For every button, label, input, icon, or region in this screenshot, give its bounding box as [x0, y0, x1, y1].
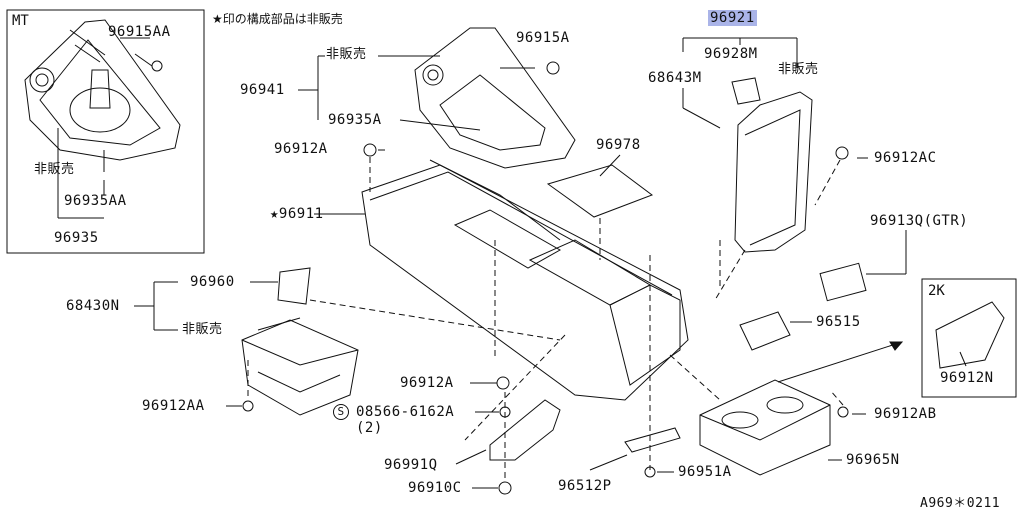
switch-96515-drawing: [739, 311, 791, 351]
screw-symbol: S: [333, 404, 349, 420]
label-96910C[interactable]: 96910C: [408, 480, 462, 496]
bracket-96991q-drawing: [489, 399, 561, 461]
2k-inset-frame: [921, 278, 1017, 398]
label-96935[interactable]: 96935: [54, 230, 99, 246]
label-96912A-top[interactable]: 96912A: [274, 141, 328, 157]
main-console-drawing: [361, 159, 689, 401]
label-96515[interactable]: 96515: [816, 314, 861, 330]
cover-96512p-drawing: [624, 427, 681, 453]
label-96935A[interactable]: 96935A: [328, 112, 382, 128]
mt-shift-console-drawing: [24, 19, 181, 161]
fasteners: [151, 60, 849, 495]
label-96965N[interactable]: 96965N: [846, 452, 900, 468]
armrest-drawing: [731, 77, 813, 253]
label-96960[interactable]: 96960: [190, 274, 235, 290]
label-armrest-not-sold: 非販売: [778, 62, 819, 77]
mt-inset-frame: [6, 9, 205, 254]
label-68430N[interactable]: 68430N: [66, 298, 120, 314]
label-mt-not-sold: 非販売: [34, 162, 75, 177]
label-96935AA[interactable]: 96935AA: [64, 193, 127, 209]
label-96912N[interactable]: 96912N: [940, 370, 994, 386]
part-96912n-drawing: [935, 301, 1005, 369]
top-tray-drawing: [414, 27, 576, 169]
arrow-to-2k: [777, 341, 903, 383]
label-96912AC[interactable]: 96912AC: [874, 150, 937, 166]
label-96928M[interactable]: 96928M: [704, 46, 758, 62]
label-08566-6162A[interactable]: 08566-6162A: [356, 404, 455, 420]
header-note: ★印の構成部品は非販売: [212, 12, 343, 26]
label-96941[interactable]: 96941: [240, 82, 285, 98]
label-96912AB[interactable]: 96912AB: [874, 406, 937, 422]
label-96915A[interactable]: 96915A: [516, 30, 570, 46]
switch-96913q-drawing: [819, 262, 867, 302]
storage-box-drawing: [241, 319, 359, 416]
label-96915AA[interactable]: 96915AA: [108, 24, 171, 40]
label-96913Q[interactable]: 96913Q(GTR): [870, 213, 969, 229]
label-96512P[interactable]: 96512P: [558, 478, 612, 494]
mt-inset-title: MT: [12, 13, 29, 29]
label-top-not-sold: 非販売: [326, 47, 367, 62]
label-96921[interactable]: 96921: [708, 10, 757, 26]
label-08566-qty: (2): [356, 420, 383, 436]
footer-code: A969＊0211: [920, 496, 1001, 510]
label-box-not-sold: 非販売: [182, 322, 223, 337]
label-96951A[interactable]: 96951A: [678, 464, 732, 480]
lid-96960-drawing: [277, 267, 311, 305]
cupholder-drawing: [699, 379, 831, 476]
label-96912A-bottom[interactable]: 96912A: [400, 375, 454, 391]
label-96911[interactable]: ★96911: [270, 206, 324, 222]
label-96912AA[interactable]: 96912AA: [142, 398, 205, 414]
lid-drawing: [546, 164, 654, 218]
label-68643M[interactable]: 68643M: [648, 70, 702, 86]
label-96991Q[interactable]: 96991Q: [384, 457, 438, 473]
2k-inset-title: 2K: [928, 283, 945, 299]
label-96978[interactable]: 96978: [596, 137, 641, 153]
